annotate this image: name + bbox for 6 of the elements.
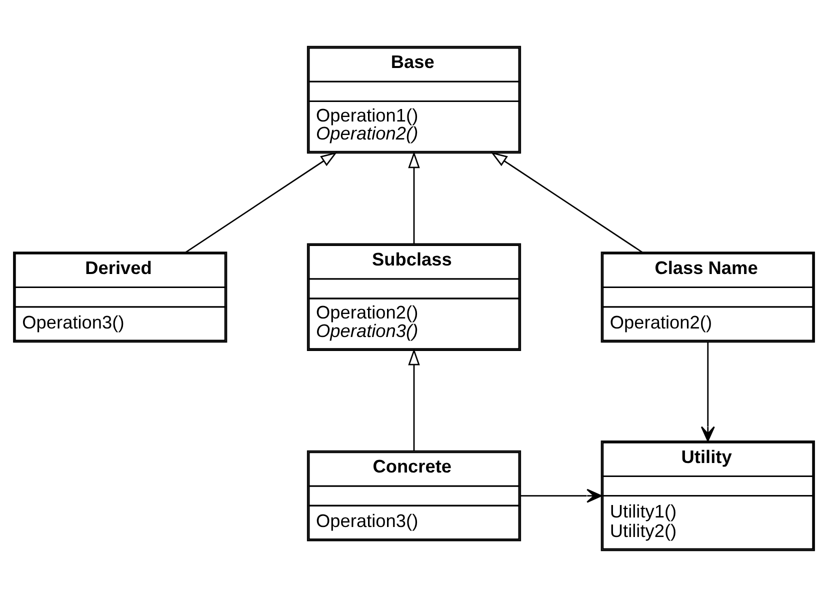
arrow (490, 152, 643, 253)
arrow (408, 348, 420, 451)
arrow (700, 342, 715, 442)
arrow (185, 152, 338, 253)
arrow (520, 488, 602, 503)
arrow (408, 151, 420, 244)
